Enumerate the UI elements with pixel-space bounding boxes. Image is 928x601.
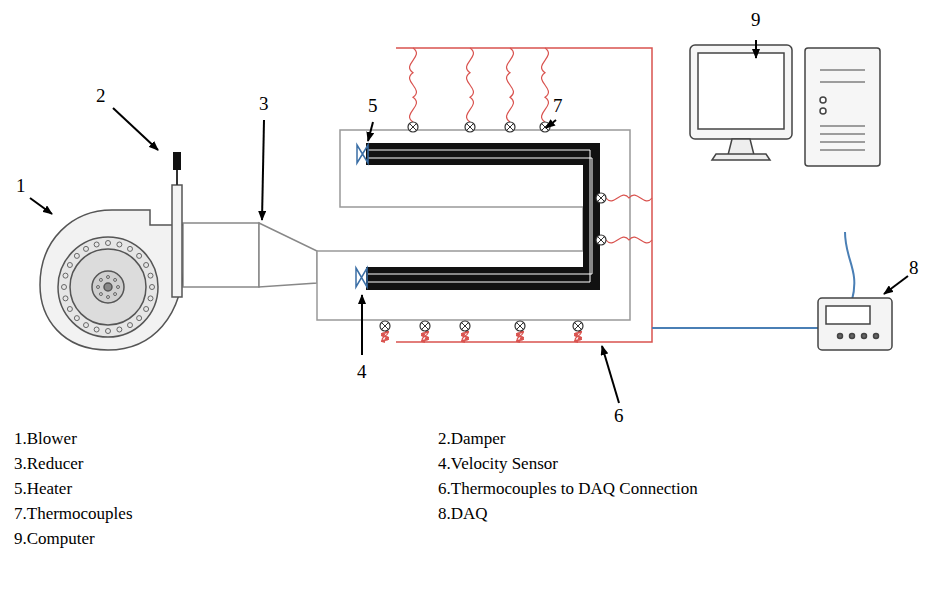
part-list-item: 8.DAQ bbox=[438, 505, 488, 524]
test-duct bbox=[317, 130, 630, 320]
computer bbox=[690, 45, 880, 166]
callout-number: 5 bbox=[368, 96, 378, 117]
usb-cable bbox=[845, 232, 854, 300]
part-list-item: 2.Damper bbox=[438, 430, 506, 449]
callout-number: 3 bbox=[259, 94, 269, 115]
callout-number: 1 bbox=[16, 176, 26, 197]
daq-cable bbox=[652, 327, 818, 329]
callout-number: 6 bbox=[614, 406, 624, 427]
callout-number: 7 bbox=[553, 96, 563, 117]
part-list-item: 3.Reducer bbox=[14, 455, 83, 474]
damper bbox=[172, 152, 182, 297]
velocity-sensor bbox=[356, 145, 368, 287]
callout-number: 4 bbox=[357, 362, 367, 383]
thermocouple-wires bbox=[382, 48, 652, 342]
duct bbox=[183, 223, 259, 287]
part-list-item: 5.Heater bbox=[14, 480, 72, 499]
blower bbox=[40, 210, 185, 350]
callout-number: 2 bbox=[96, 86, 106, 107]
callout-number: 8 bbox=[909, 258, 919, 279]
part-list-item: 6.Thermocouples to DAQ Connection bbox=[438, 480, 698, 499]
wire-bundle bbox=[396, 48, 652, 342]
leader-lines bbox=[30, 40, 908, 403]
part-list-item: 9.Computer bbox=[14, 530, 95, 549]
callout-number: 9 bbox=[751, 10, 761, 31]
daq bbox=[818, 298, 892, 350]
part-list-item: 1.Blower bbox=[14, 430, 77, 449]
thermocouples bbox=[380, 122, 606, 331]
part-list-item: 4.Velocity Sensor bbox=[438, 455, 558, 474]
reducer bbox=[259, 223, 317, 287]
part-list-item: 7.Thermocouples bbox=[14, 505, 133, 524]
heater bbox=[366, 143, 600, 290]
